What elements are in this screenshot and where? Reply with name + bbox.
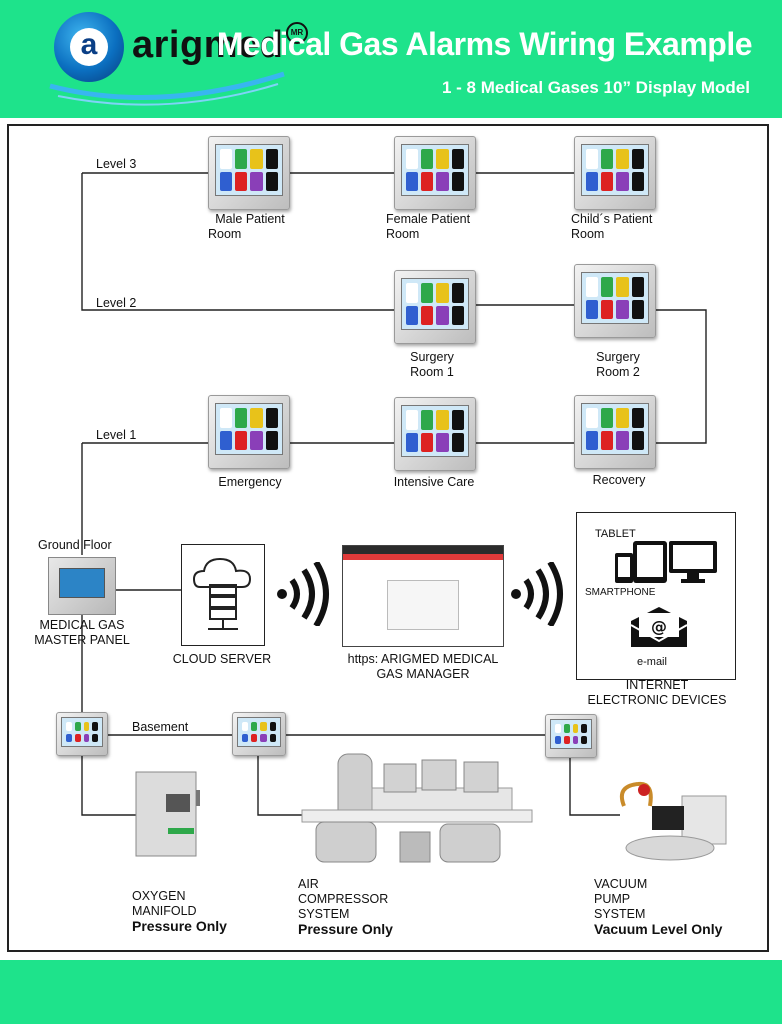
label-line: SYSTEM: [594, 907, 646, 921]
label-line: ELECTRONIC DEVICES: [587, 693, 727, 707]
room-label-line: Male Patient: [215, 212, 285, 226]
room-label-line: Child´s Patient: [571, 212, 653, 226]
wifi-signal-icon: [277, 562, 329, 626]
room-label-line: Room: [208, 227, 242, 241]
alarm-display-surgery-2: [574, 264, 656, 338]
room-label-intensive-care: Intensive Care: [393, 475, 475, 489]
alarm-display-child-room: [574, 136, 656, 210]
label-line: COMPRESSOR: [298, 892, 389, 906]
diagram-frame: [7, 124, 769, 952]
level-3-label: Level 3: [96, 157, 137, 171]
cloud-server-label: CLOUD SERVER: [172, 652, 272, 666]
label-line: VACUUM: [594, 877, 648, 891]
smartphone-label: SMARTPHONE: [585, 587, 656, 598]
air-compressor-image: [301, 753, 533, 863]
alarm-display-basement-air: [232, 712, 286, 756]
oxygen-manifold-label: OXYGEN MANIFOLD Pressure Only: [132, 889, 227, 934]
footer-band: [0, 960, 782, 1024]
alarm-display-male-room: [208, 136, 290, 210]
login-form-thumbnail: [387, 580, 459, 630]
air-compressor-label: AIR COMPRESSOR SYSTEM Pressure Only: [298, 877, 393, 937]
logo-swoosh-icon: [49, 71, 285, 106]
basement-label: Basement: [132, 720, 189, 734]
vacuum-note: Vacuum Level Only: [594, 921, 723, 937]
level-1-label: Level 1: [96, 428, 137, 442]
room-label-emergency: Emergency: [218, 475, 282, 489]
room-label-recovery: Recovery: [592, 473, 646, 487]
alarm-display-basement-oxygen: [56, 712, 108, 756]
room-label-line: Room 1: [410, 365, 454, 379]
air-note: Pressure Only: [298, 921, 393, 937]
internet-devices-box: TABLET PC SMARTPHONE @ e-mail: [576, 512, 736, 680]
cloud-server-icon: [192, 557, 252, 630]
page-subtitle: 1 - 8 Medical Gases 10” Display Model: [441, 78, 750, 97]
label-line: MEDICAL GAS: [39, 618, 125, 632]
email-envelope-icon: @: [630, 607, 688, 647]
vacuum-pump-label: VACUUM PUMP SYSTEM Vacuum Level Only: [594, 877, 722, 937]
tablet-label: TABLET: [595, 528, 636, 540]
ground-floor-label: Ground Floor: [38, 538, 112, 552]
oxygen-manifold-image: [135, 771, 200, 857]
vacuum-pump-image: [619, 781, 727, 861]
oxygen-note: Pressure Only: [132, 918, 227, 934]
label-line: OXYGEN: [132, 889, 186, 903]
header-banner: a arigmed MR Medical Gas Alarms Wiring E…: [0, 0, 782, 118]
room-label-line: Female Patient: [386, 212, 471, 226]
label-line: PUMP: [594, 892, 631, 906]
arigmed-logo-icon: a: [54, 12, 124, 82]
label-line: INTERNET: [625, 678, 689, 692]
alarm-display-basement-vacuum: [545, 714, 597, 758]
level-2-label: Level 2: [96, 296, 137, 310]
master-panel-device: [48, 557, 116, 615]
gas-manager-browser-screenshot: [342, 545, 504, 647]
room-label-line: Room: [571, 227, 605, 241]
email-label: e-mail: [637, 656, 667, 668]
cloud-server-box: [181, 544, 265, 646]
page-title: Medical Gas Alarms Wiring Example: [216, 26, 753, 62]
logo-text: arigmed: [132, 24, 284, 66]
alarm-display-surgery-1: [394, 270, 476, 344]
label-line: MASTER PANEL: [34, 633, 130, 647]
wifi-signal-icon: [511, 562, 563, 626]
room-label-line: Room 2: [596, 365, 640, 379]
alarm-display-recovery: [574, 395, 656, 469]
label-line: MANIFOLD: [132, 904, 197, 918]
room-label-line: Surgery: [596, 350, 640, 364]
label-line: SYSTEM: [298, 907, 350, 921]
devices-icon: [615, 541, 717, 583]
label-line: GAS MANAGER: [376, 667, 470, 681]
svg-text:@: @: [651, 617, 667, 636]
label-line: https: ARIGMED MEDICAL: [347, 652, 499, 666]
room-label-line: Surgery: [410, 350, 454, 364]
alarm-display-female-room: [394, 136, 476, 210]
alarm-display-emergency: [208, 395, 290, 469]
logo-mark: MR: [286, 22, 308, 44]
label-line: AIR: [298, 877, 319, 891]
logo-letter: a: [70, 28, 108, 66]
alarm-display-intensive-care: [394, 397, 476, 471]
room-label-line: Room: [386, 227, 420, 241]
